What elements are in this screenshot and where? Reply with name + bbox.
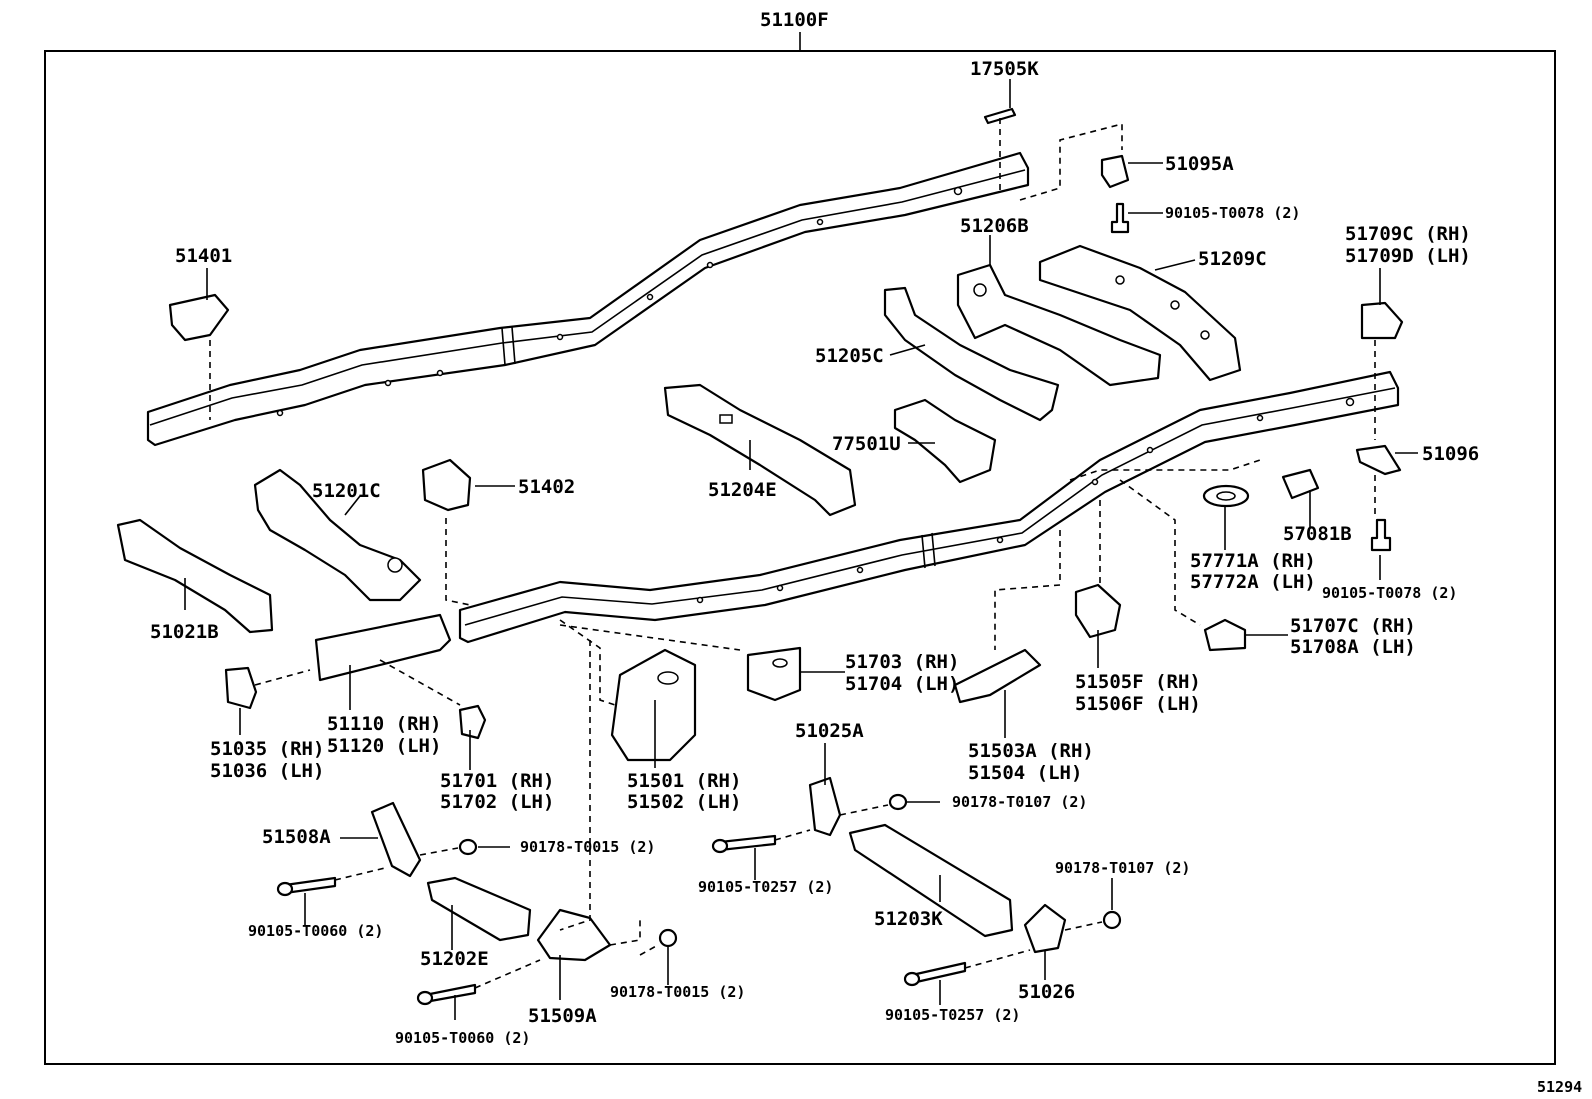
bracket-51026 bbox=[1023, 903, 1067, 954]
bracket-51703 bbox=[746, 646, 802, 702]
bolt-90105-T0060-b bbox=[416, 983, 477, 1006]
label-90105-T0060-a: 90105-T0060 (2) bbox=[248, 922, 383, 940]
bracket-51503A bbox=[953, 648, 1042, 704]
bolt-90105-T0078-a bbox=[1110, 202, 1130, 234]
crossmember-51201C bbox=[253, 468, 422, 602]
bracket-17505K bbox=[983, 107, 1017, 125]
label-90105-T0257-b: 90105-T0257 (2) bbox=[885, 1006, 1020, 1024]
nut-90178-T0015-b bbox=[658, 928, 678, 948]
label-51036: 51036 (LH) bbox=[210, 760, 324, 782]
crossmember-51110 bbox=[314, 613, 452, 682]
label-51095A: 51095A bbox=[1165, 153, 1234, 175]
label-51506F: 51506F (LH) bbox=[1075, 693, 1201, 715]
crossmember-77501U bbox=[893, 398, 997, 484]
bolt-90105-T0060-a bbox=[276, 876, 337, 897]
bolt-90105-T0257-a bbox=[711, 834, 777, 854]
label-51035: 51035 (RH) bbox=[210, 738, 324, 760]
label-51025A: 51025A bbox=[795, 720, 864, 742]
label-51509A: 51509A bbox=[528, 1005, 597, 1027]
bracket-51095A bbox=[1100, 154, 1130, 189]
label-51201C: 51201C bbox=[312, 480, 381, 502]
label-51209C: 51209C bbox=[1198, 248, 1267, 270]
plate-51035 bbox=[224, 666, 258, 710]
bracket-51401 bbox=[168, 293, 230, 342]
crossmember-51021B bbox=[116, 518, 274, 634]
nut-90178-T0107-b bbox=[1102, 910, 1122, 930]
crossmember-51204E bbox=[663, 383, 857, 517]
label-51502: 51502 (LH) bbox=[627, 791, 741, 813]
leader-lines bbox=[184, 79, 1418, 1020]
label-51504: 51504 (LH) bbox=[968, 762, 1082, 784]
nut-90178-T0015-a bbox=[458, 838, 478, 856]
label-51202E: 51202E bbox=[420, 948, 489, 970]
bracket-51508A bbox=[370, 801, 422, 878]
bracket-51509A bbox=[536, 908, 612, 962]
label-90178-T0107-b: 90178-T0107 (2) bbox=[1055, 859, 1190, 877]
label-51704: 51704 (LH) bbox=[845, 673, 959, 695]
label-90178-T0015-b: 90178-T0015 (2) bbox=[610, 983, 745, 1001]
bracket-51707C bbox=[1203, 618, 1247, 652]
bracket-51701 bbox=[458, 704, 487, 740]
label-51703: 51703 (RH) bbox=[845, 651, 959, 673]
frame-rail-left bbox=[146, 151, 1030, 447]
crossmember-51202E bbox=[426, 876, 532, 942]
label-51205C: 51205C bbox=[815, 345, 884, 367]
label-51120: 51120 (LH) bbox=[327, 735, 441, 757]
frame-rail-right bbox=[458, 370, 1400, 644]
label-51100F: 51100F bbox=[760, 9, 829, 31]
label-90105-T0257-a: 90105-T0257 (2) bbox=[698, 878, 833, 896]
label-51204E: 51204E bbox=[708, 479, 777, 501]
diagram-border bbox=[44, 50, 1556, 1065]
bracket-51096 bbox=[1355, 444, 1402, 476]
crossmember-51203K bbox=[848, 823, 1014, 938]
label-51702: 51702 (LH) bbox=[440, 791, 554, 813]
label-90178-T0107-a: 90178-T0107 (2) bbox=[952, 793, 1087, 811]
label-51402: 51402 bbox=[518, 476, 575, 498]
nut-90178-T0107-a bbox=[888, 793, 908, 811]
label-51701: 51701 (RH) bbox=[440, 770, 554, 792]
label-51501: 51501 (RH) bbox=[627, 770, 741, 792]
crossmember-51206B bbox=[956, 263, 1162, 387]
label-77501U: 77501U bbox=[832, 433, 901, 455]
label-51709D: 51709D (LH) bbox=[1345, 245, 1471, 267]
label-51026: 51026 bbox=[1018, 981, 1075, 1003]
bolt-90105-T0078-b bbox=[1370, 518, 1392, 552]
label-57081B: 57081B bbox=[1283, 523, 1352, 545]
bracket-51402 bbox=[421, 458, 472, 512]
label-51503A: 51503A (RH) bbox=[968, 740, 1094, 762]
crossmember-51205C bbox=[883, 286, 1060, 422]
bracket-51501 bbox=[610, 648, 697, 762]
label-90105-T0078-a: 90105-T0078 (2) bbox=[1165, 204, 1300, 222]
label-51508A: 51508A bbox=[262, 826, 331, 848]
label-51707C: 51707C (RH) bbox=[1290, 615, 1416, 637]
label-51505F: 51505F (RH) bbox=[1075, 671, 1201, 693]
bracket-51709C bbox=[1360, 301, 1404, 340]
label-51206B: 51206B bbox=[960, 215, 1029, 237]
label-57771A: 57771A (RH) bbox=[1190, 550, 1316, 572]
stopper-57081B bbox=[1281, 468, 1320, 500]
cushion-57771A bbox=[1202, 484, 1250, 508]
label-51708A: 51708A (LH) bbox=[1290, 636, 1416, 658]
label-90178-T0015-a: 90178-T0015 (2) bbox=[520, 838, 655, 856]
bracket-51025A bbox=[808, 776, 842, 837]
assembly-lines bbox=[209, 118, 1376, 989]
label-51401: 51401 bbox=[175, 245, 232, 267]
label-57772A: 57772A (LH) bbox=[1190, 571, 1316, 593]
crossmember-51209C bbox=[1038, 244, 1242, 382]
label-51096: 51096 bbox=[1422, 443, 1479, 465]
label-51110: 51110 (RH) bbox=[327, 713, 441, 735]
diagram-code: 51294 bbox=[1537, 1078, 1582, 1096]
bolt-90105-T0257-b bbox=[903, 961, 967, 987]
label-51203K: 51203K bbox=[874, 908, 943, 930]
label-90105-T0078-b: 90105-T0078 (2) bbox=[1322, 584, 1457, 602]
label-90105-T0060-b: 90105-T0060 (2) bbox=[395, 1029, 530, 1047]
bracket-51505F bbox=[1074, 583, 1122, 639]
label-51709C: 51709C (RH) bbox=[1345, 223, 1471, 245]
label-17505K: 17505K bbox=[970, 58, 1039, 80]
label-51021B: 51021B bbox=[150, 621, 219, 643]
